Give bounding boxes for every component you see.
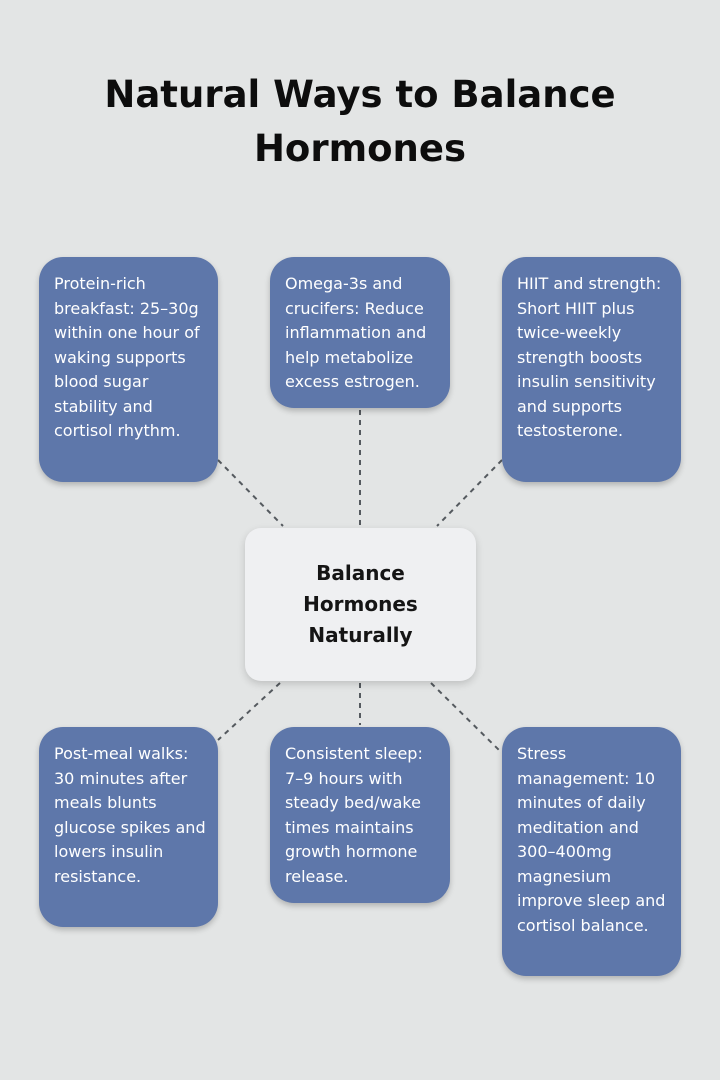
page-title: Natural Ways to Balance Hormones bbox=[104, 73, 616, 170]
node-hiit-strength: HIIT and strength: Short HIIT plus twice… bbox=[502, 257, 681, 482]
node-stress-management: Stress management: 10 minutes of daily m… bbox=[502, 727, 681, 976]
connector-bottom-left bbox=[217, 682, 281, 741]
node-protein-breakfast: Protein-rich breakfast: 25–30g within on… bbox=[39, 257, 218, 482]
center-label: Balance Hormones Naturally bbox=[303, 561, 418, 647]
connector-top-left bbox=[217, 459, 284, 527]
connector-bottom-right bbox=[430, 682, 503, 754]
center-node: Balance Hormones Naturally bbox=[245, 528, 476, 681]
node-omega3-crucifers: Omega-3s and crucifers: Reduce inflammat… bbox=[270, 257, 450, 408]
connector-top-right bbox=[436, 459, 503, 527]
node-consistent-sleep: Consistent sleep: 7–9 hours with steady … bbox=[270, 727, 450, 903]
node-post-meal-walks: Post-meal walks: 30 minutes after meals … bbox=[39, 727, 218, 927]
